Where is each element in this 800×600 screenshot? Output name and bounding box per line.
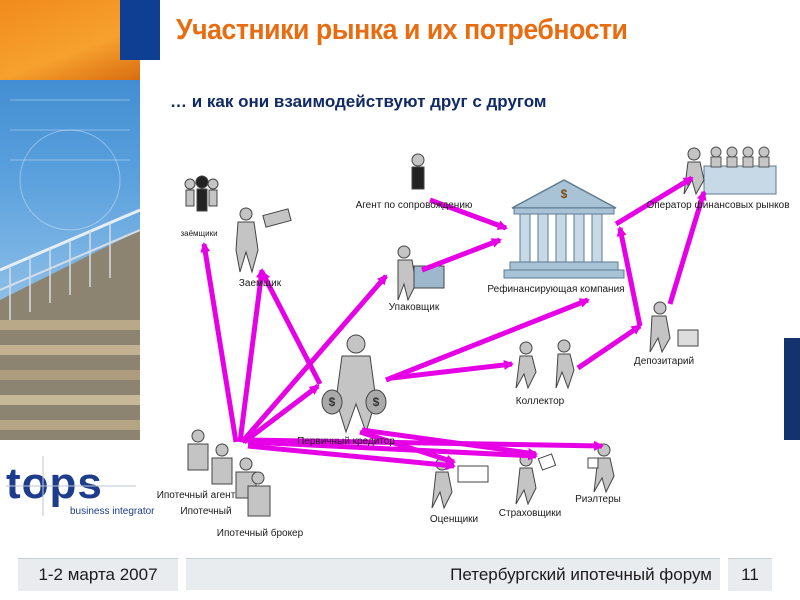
label-borrowers: заёмщики bbox=[180, 229, 217, 238]
label-mortgage-agent-2: Ипотечный bbox=[180, 506, 231, 517]
label-mortgage-agent-1: Ипотечный агент bbox=[157, 490, 236, 501]
label-insurers: Страховщики bbox=[499, 508, 561, 519]
svg-text:$: $ bbox=[561, 187, 568, 201]
label-collector: Коллектор bbox=[516, 396, 565, 407]
primary-lender-icon: $ $ bbox=[321, 334, 387, 434]
label-packer: Упаковщик bbox=[389, 302, 440, 313]
participant-labels: заёмщики Заемщик Агент по сопровождению … bbox=[157, 199, 790, 539]
svg-text:$: $ bbox=[329, 395, 336, 409]
logo-crosshair-icon bbox=[6, 456, 136, 516]
realtors-icon bbox=[587, 443, 615, 494]
interaction-arrows bbox=[200, 175, 707, 471]
footer-event: Петербургский ипотечный форум bbox=[450, 564, 712, 584]
slide-subtitle: … и как они взаимодействуют друг с друго… bbox=[170, 92, 547, 111]
svg-text:$: $ bbox=[373, 395, 380, 409]
label-operator: Оператор финансовых рынков bbox=[646, 199, 789, 211]
packer-icon bbox=[397, 245, 445, 302]
bank-building-icon: $ bbox=[503, 179, 625, 279]
mortgage-agents-icon bbox=[187, 429, 271, 517]
footer-page-box: 11 bbox=[728, 558, 772, 591]
page-number: 11 bbox=[741, 565, 759, 584]
logo-word: tops bbox=[6, 459, 103, 508]
label-broker: Ипотечный брокер bbox=[217, 527, 304, 539]
logo-tagline: business integrator bbox=[70, 506, 155, 517]
footer-event-box: Петербургский ипотечный форум bbox=[186, 558, 720, 590]
agent-icon bbox=[411, 153, 425, 190]
orange-band bbox=[0, 0, 140, 80]
borrowers-icon bbox=[184, 175, 219, 212]
right-accent-tab bbox=[784, 338, 800, 440]
operator-desk-icon bbox=[703, 146, 777, 195]
operator-person-icon bbox=[683, 147, 705, 196]
slide-title: Участники рынка и их потребности bbox=[176, 14, 628, 46]
label-realtors: Риэлтеры bbox=[575, 494, 621, 505]
label-primary: Первичный кредитор bbox=[297, 436, 395, 447]
lender-small-icon bbox=[235, 207, 292, 274]
footer-date-box: 1-2 марта 2007 bbox=[18, 558, 178, 591]
tops-logo: tops business integrator bbox=[6, 456, 155, 517]
label-depositary: Депозитарий bbox=[634, 356, 694, 367]
label-refi: Рефинансирующая компания bbox=[487, 283, 624, 295]
label-lender-small: Заемщик bbox=[239, 278, 282, 289]
insurers-icon bbox=[515, 453, 557, 506]
staircase-image bbox=[0, 99, 140, 440]
label-appraisers: Оценщики bbox=[430, 514, 478, 525]
title-accent-square bbox=[120, 0, 160, 60]
decorative-photo-panel bbox=[0, 0, 140, 440]
depositary-icon bbox=[649, 301, 699, 354]
collector-icon bbox=[515, 339, 575, 390]
label-agent: Агент по сопровождению bbox=[356, 200, 473, 211]
footer-date: 1-2 марта 2007 bbox=[38, 565, 158, 584]
